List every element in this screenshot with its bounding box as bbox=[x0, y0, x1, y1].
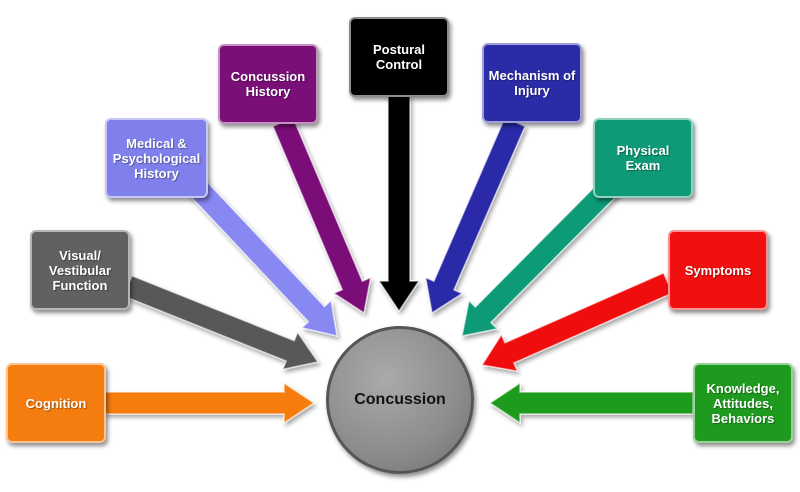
postural-control-box: Postural Control bbox=[349, 17, 449, 97]
arrow-4 bbox=[271, 116, 372, 315]
symptoms-box: Symptoms bbox=[668, 230, 768, 310]
visual-vestibular-function-box: Visual/ Vestibular Function bbox=[30, 230, 130, 310]
arrows-layer bbox=[103, 95, 694, 425]
arrow-9 bbox=[488, 381, 694, 425]
physical-exam-box: Physical Exam bbox=[593, 118, 693, 198]
concussion-center-circle: Concussion bbox=[326, 326, 474, 474]
arrow-8 bbox=[480, 271, 674, 373]
arrow-5 bbox=[377, 95, 421, 313]
arrow-3 bbox=[185, 176, 338, 337]
arrow-6 bbox=[424, 116, 527, 315]
cognition-box: Cognition bbox=[6, 363, 106, 443]
concussion-history-box: Concussion History bbox=[218, 44, 318, 124]
concussion-center-label: Concussion bbox=[354, 391, 446, 408]
arrow-7 bbox=[461, 177, 620, 337]
arrow-1 bbox=[103, 381, 316, 425]
arrow-2 bbox=[122, 274, 320, 371]
knowledge-attitudes-behaviors-box: Knowledge, Attitudes, Behaviors bbox=[693, 363, 793, 443]
medical-psychological-history-box: Medical & Psychological History bbox=[105, 118, 208, 198]
mechanism-of-injury-box: Mechanism of Injury bbox=[482, 43, 582, 123]
